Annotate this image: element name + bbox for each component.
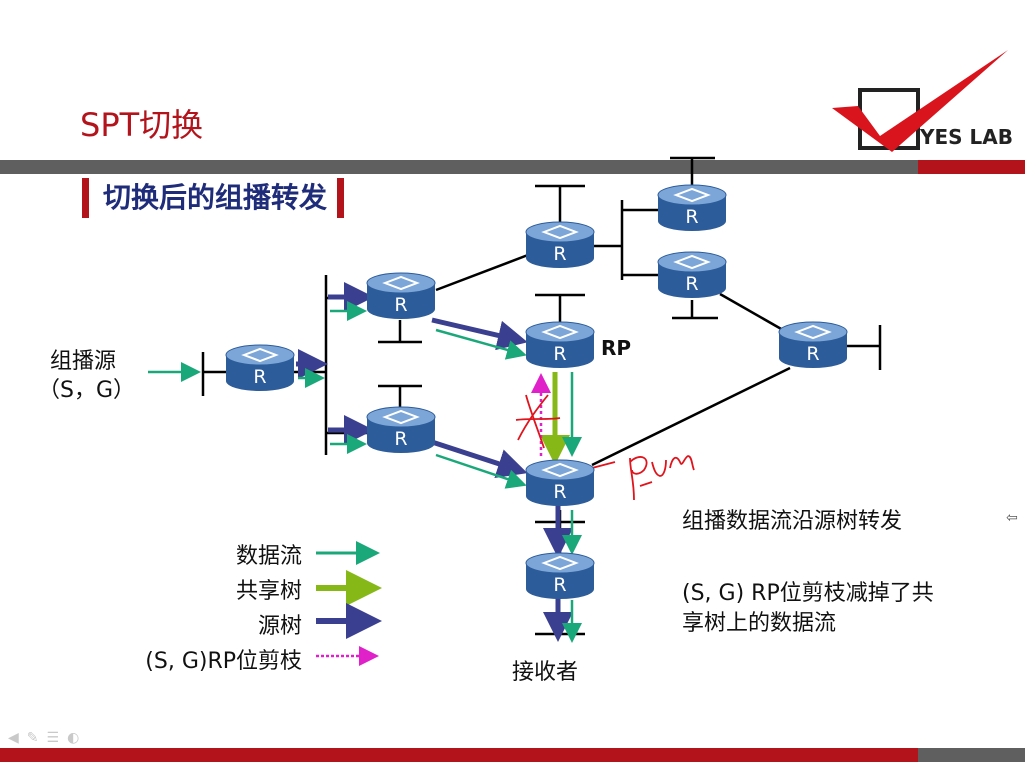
router-label: R xyxy=(553,343,566,365)
router-10: R xyxy=(778,321,848,368)
slide-title: SPT切换 xyxy=(80,106,204,144)
rp-label: RP xyxy=(601,336,632,360)
legend-source-tree-label: 源树 xyxy=(257,614,302,639)
header-bar xyxy=(0,160,918,174)
router-label: R xyxy=(553,243,566,265)
data-flow-arrows xyxy=(148,301,582,643)
footer-bar-accent xyxy=(918,748,1025,762)
legend-shared-tree-label: 共享树 xyxy=(235,579,302,604)
router-label: R xyxy=(685,273,698,295)
receiver-label: 接收者 xyxy=(512,660,579,685)
router-label: R xyxy=(806,343,819,365)
yes-lab-logo xyxy=(832,50,1008,152)
handwriting-annotation xyxy=(515,394,695,501)
scroll-left-icon[interactable]: ⇦ xyxy=(1006,510,1018,526)
source-sg-label: （S，G） xyxy=(38,378,136,403)
footer-bar xyxy=(0,748,918,762)
router-label: R xyxy=(253,366,266,388)
legend-prune-label: (S, G)RP位剪枝 xyxy=(145,649,302,674)
router-icon: R R R R R R R R R R xyxy=(225,184,848,599)
router-5: R xyxy=(525,321,595,368)
router-9: R xyxy=(525,552,595,599)
router-label: R xyxy=(394,428,407,450)
back-icon[interactable]: ◀ xyxy=(8,730,27,746)
router-6: R xyxy=(657,184,727,231)
menu-icon[interactable]: ☰ xyxy=(46,730,68,746)
router-4: R xyxy=(525,221,595,268)
description-prune-line1: (S, G) RP位剪枝减掉了共 xyxy=(682,581,934,606)
options-icon[interactable]: ◐ xyxy=(67,730,88,746)
header-bar-accent xyxy=(918,160,1025,174)
source-tree-arrows xyxy=(296,282,573,642)
router-label: R xyxy=(553,481,566,503)
router-2: R xyxy=(366,272,436,319)
slide-subtitle: 切换后的组播转发 xyxy=(82,178,345,218)
router-label: R xyxy=(553,574,566,596)
logo-text: YES LAB xyxy=(920,125,1013,149)
router-1: R xyxy=(225,344,295,391)
description-prune-line2: 享树上的数据流 xyxy=(682,611,837,636)
slide-nav[interactable]: ◀✎☰◐ xyxy=(8,730,87,746)
source-label: 组播源 xyxy=(50,349,117,374)
router-3: R xyxy=(366,406,436,453)
router-7: R xyxy=(657,251,727,298)
legend-data-flow-label: 数据流 xyxy=(235,544,302,569)
pen-icon[interactable]: ✎ xyxy=(26,730,47,746)
router-label: R xyxy=(394,294,407,316)
description-source-tree: 组播数据流沿源树转发 xyxy=(682,509,903,534)
router-label: R xyxy=(685,206,698,228)
router-8: R xyxy=(525,459,595,506)
